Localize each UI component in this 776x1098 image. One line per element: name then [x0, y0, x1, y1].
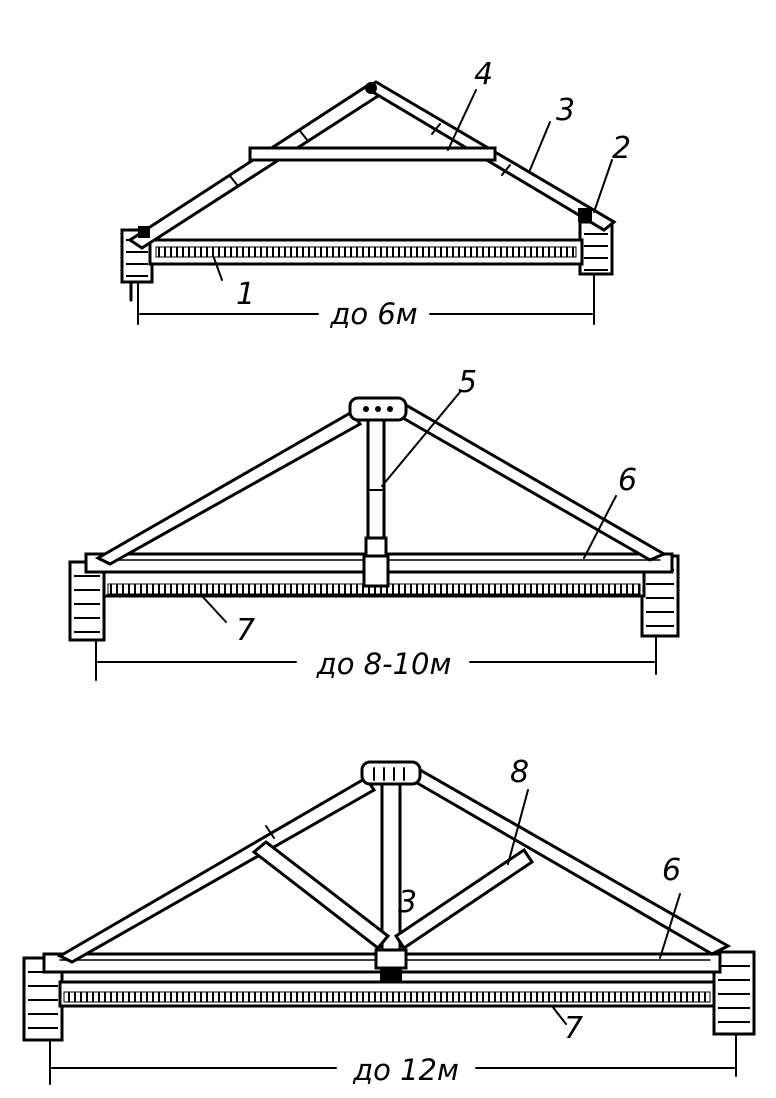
callout-2-wall-plate: 2	[612, 131, 631, 166]
king-post-3	[374, 782, 408, 982]
eave-joint-left-1	[138, 226, 150, 238]
right-wall-1	[578, 220, 614, 276]
ceiling-joist-3	[58, 980, 716, 1008]
dimension-line-1	[137, 273, 595, 325]
ridge-joint-1	[365, 82, 377, 94]
eave-joint-1	[578, 208, 592, 222]
ridge-block-3	[360, 760, 422, 786]
collar-tie-1	[248, 146, 497, 162]
left-wall-2	[68, 560, 106, 642]
callout-5-king-rod: 5	[458, 365, 477, 400]
rafters-2	[94, 402, 668, 566]
callout-1-ceiling-joist: 1	[236, 277, 255, 312]
struts-3	[251, 840, 535, 951]
truss-diagram-1: до 6м 1 2 3 4	[120, 57, 631, 331]
rafters-1	[127, 80, 617, 250]
dimension-line-3	[49, 1033, 737, 1085]
truss-diagram-2: до 8-10м 5 6 7	[68, 365, 680, 681]
span-label-2: до 8-10м	[316, 647, 452, 681]
dimension-line-2	[95, 635, 657, 681]
callout-8-strut: 8	[510, 755, 529, 790]
callout-7-ceiling-joist: 7	[236, 613, 255, 648]
span-label-1: до 6м	[329, 297, 417, 331]
callout-7-ceiling-joist: 7	[564, 1011, 583, 1046]
callout-3-king-post: 3	[398, 885, 417, 920]
callout-6-tie-beam: 6	[662, 853, 681, 888]
span-label-3: до 12м	[352, 1053, 459, 1087]
rafters-3	[56, 768, 732, 964]
ceiling-joist-1	[148, 238, 584, 266]
king-rod-2	[362, 418, 390, 588]
callout-6-tie-beam: 6	[618, 463, 637, 498]
truss-diagram-3: до 12м 8 3 6 7	[22, 755, 756, 1087]
callout-4-collar-tie: 4	[474, 57, 493, 92]
callout-3-rafter: 3	[556, 93, 575, 128]
